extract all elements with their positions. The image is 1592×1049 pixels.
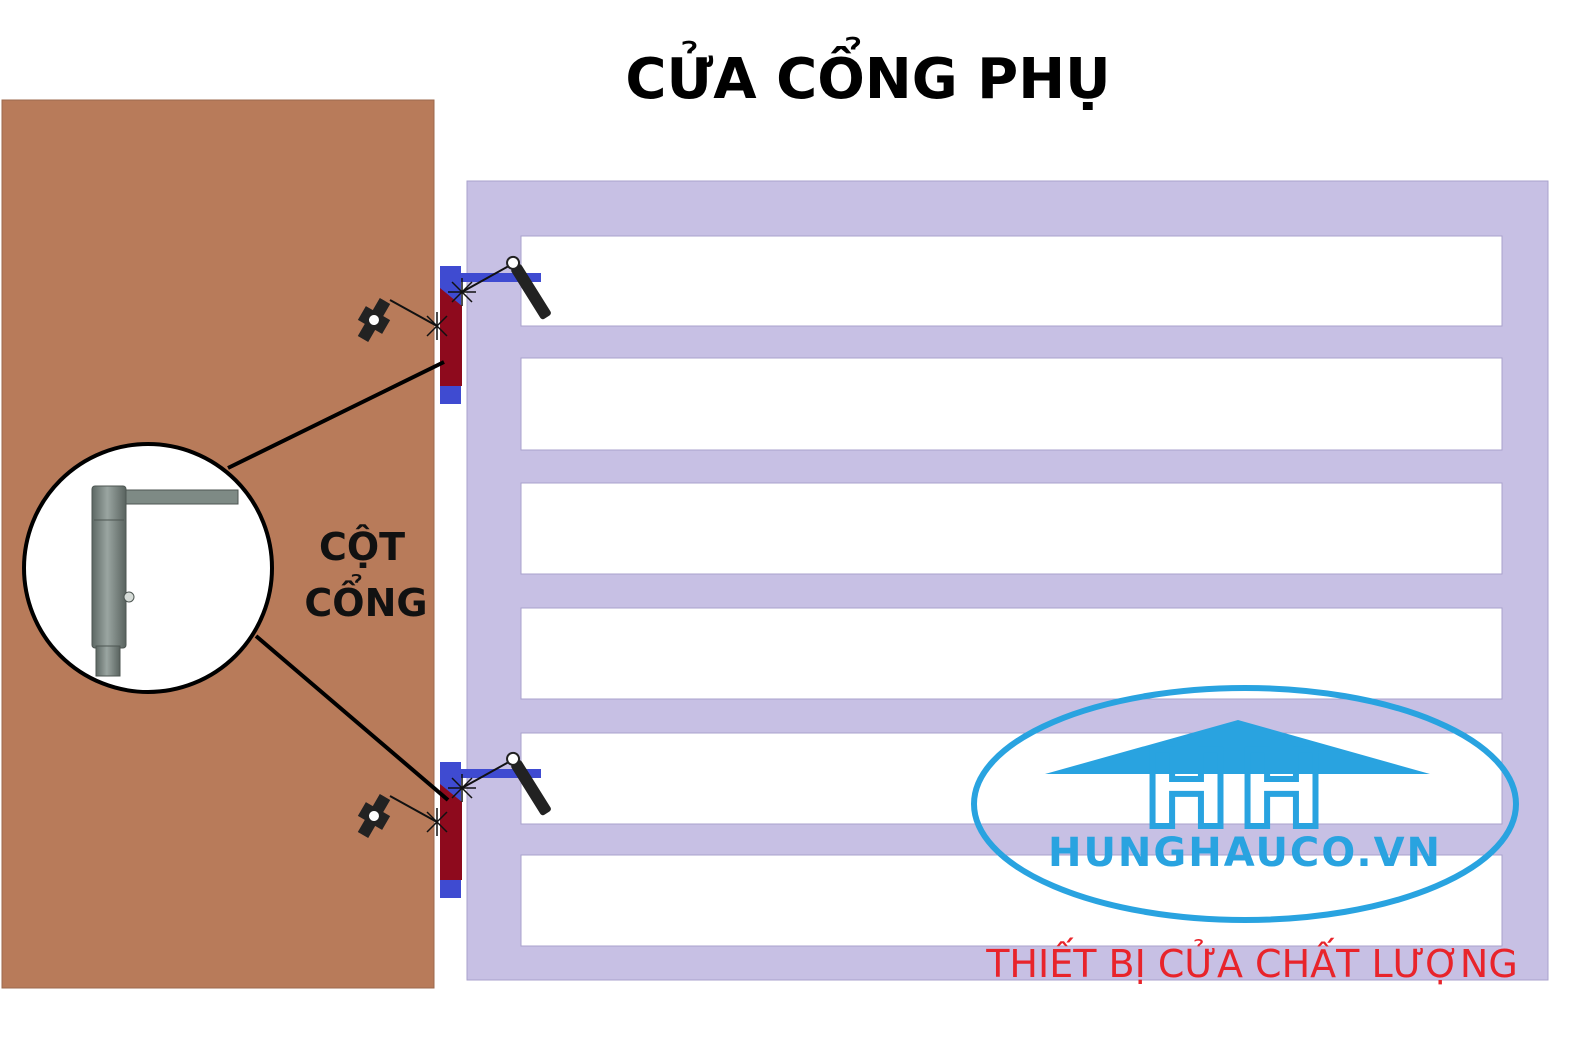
callout-line-top: [227, 360, 445, 470]
logo-letters: HH: [1143, 729, 1333, 851]
hinge-barrel: [440, 784, 462, 880]
slogan-text: THIẾT BỊ CỬA CHẤT LƯỢNG: [985, 938, 1518, 986]
welding-torch-icon: [357, 297, 391, 343]
hinge-pin-icon: [91, 485, 239, 677]
diagram-title: CỬA CỔNG PHỤ: [625, 38, 1110, 112]
logo-website: HUNGHAUCO.VN: [1048, 830, 1442, 876]
welding-torch-icon: [357, 793, 391, 839]
hinge-arm: [461, 769, 541, 778]
column-label-line1: CỘT: [319, 525, 405, 569]
hinge-detail-zoom: [22, 442, 274, 694]
hinge-arm: [461, 273, 541, 282]
hinge-top: [357, 255, 551, 404]
gate-frame: [466, 180, 1549, 981]
welding-rod-icon: [506, 751, 551, 816]
company-logo: HH HUNGHAUCO.VN: [971, 685, 1519, 923]
callout-line-bottom: [254, 634, 450, 802]
column-label-line2: CỔNG: [304, 575, 427, 625]
welding-rod-icon: [506, 255, 551, 320]
hinge-barrel: [440, 288, 462, 386]
logo-roof-icon: [1045, 720, 1430, 774]
logo-ellipse: [971, 685, 1519, 923]
hinge-bottom: [357, 751, 551, 898]
